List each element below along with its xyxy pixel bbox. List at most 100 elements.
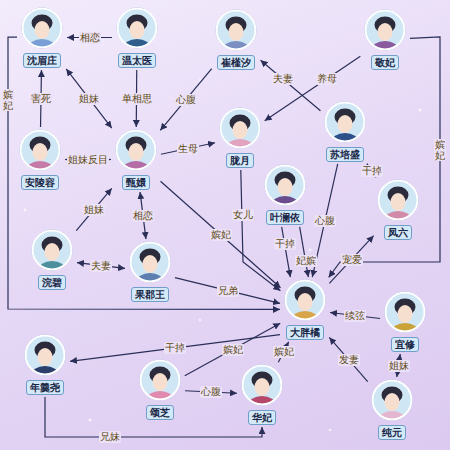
character-node: 敬妃 [362,9,408,70]
name-label: 安陵容 [21,175,59,190]
character-node: 温太医 [114,7,160,68]
portrait-ring [243,366,282,405]
portrait-icon [377,179,419,221]
relation-label: 女儿 [232,209,254,221]
portrait-face [298,293,313,311]
portrait-ring [373,381,412,420]
name-holder: 胧月 [217,149,263,168]
name-label: 苏培盛 [326,147,364,162]
name-label: 果郡王 [131,287,169,302]
relation-label: 嫔妃 [273,346,295,358]
character-node: 年羹尧 [22,334,68,395]
portrait-ring [21,131,60,170]
relation-arrow [282,227,291,277]
relation-label: 干掉 [164,342,186,354]
name-holder: 浣碧 [29,271,75,290]
name-holder: 温太医 [114,49,160,68]
character-node: 胧月 [217,107,263,168]
character-node: 沈眉庄 [19,7,65,68]
relation-arrow [66,69,112,128]
relation-label: 心腹 [200,386,222,398]
relation-label: 干掉 [274,238,296,250]
portrait-icon [364,9,406,51]
portrait-face [45,243,60,261]
name-holder: 果郡王 [127,283,173,302]
portrait-ring [131,243,170,282]
relation-label: 姐妹 [78,93,100,105]
portrait-icon [215,9,257,51]
relation-label: 夫妻 [90,260,112,272]
character-node: 果郡王 [127,241,173,302]
relation-label: 嫔妃 [434,139,446,161]
relation-label: 宠爱 [341,254,363,266]
name-label: 叶澜依 [266,210,304,225]
portrait-ring [118,9,157,48]
portrait-icon [384,291,426,333]
sparkle [199,319,201,321]
portrait-face [35,21,50,39]
character-node: 叶澜依 [262,164,308,225]
sparkle [309,249,312,252]
name-holder: 苏培盛 [322,143,368,162]
portrait-face [143,255,158,273]
name-label: 华妃 [248,410,276,425]
name-label: 胧月 [226,153,254,168]
portrait-ring [221,109,260,148]
relation-label: 养母 [316,73,338,85]
portrait-icon [21,7,63,49]
relation-label: 相恋 [132,210,154,222]
name-holder: 大胖橘 [282,321,328,340]
relation-label: 心腹 [314,215,336,227]
character-node: 崔槿汐 [213,9,259,70]
relation-arrow [329,236,373,284]
relation-label: 害死 [30,93,52,105]
relation-arrow [76,188,111,230]
portrait-face [38,348,53,366]
sparkle [329,429,332,432]
relation-arrow [45,397,262,437]
portrait-ring [266,166,305,205]
name-holder: 崔槿汐 [213,51,259,70]
portrait-icon [324,101,366,143]
name-label: 沈眉庄 [23,53,61,68]
character-node: 华妃 [239,364,285,425]
relation-label: 生母 [177,143,199,155]
portrait-ring [117,131,156,170]
portrait-icon [24,334,66,376]
name-label: 纯元 [378,425,406,440]
relation-label: 嫔妃 [222,344,244,356]
relation-label: 单相思 [121,93,153,105]
relation-label: 续弦 [344,310,366,322]
character-node: 苏培盛 [322,101,368,162]
name-holder: 年羹尧 [22,376,68,395]
portrait-face [130,21,145,39]
character-node: 凤六 [375,179,421,240]
character-node: 浣碧 [29,229,75,290]
relation-label: 兄弟 [217,285,239,297]
relation-label: 嫔妃 [2,89,14,111]
portrait-icon [19,129,61,171]
portrait-icon [129,241,171,283]
relation-label: 姐妹 [388,360,410,372]
portrait-icon [241,364,283,406]
relation-label: 姐妹 [83,204,105,216]
portrait-icon [139,359,181,401]
portrait-face [129,143,144,161]
relation-arrow [160,181,280,288]
name-label: 敬妃 [371,55,399,70]
relation-label: 嫔妃 [210,229,232,241]
portrait-ring [217,11,256,50]
name-holder: 甄嬛 [113,171,159,190]
portrait-face [391,193,406,211]
sparkle [419,109,422,112]
character-node: 颂芝 [137,359,183,420]
portrait-ring [286,281,325,320]
portrait-ring [141,361,180,400]
relation-label: 发妻 [338,354,360,366]
portrait-icon [264,164,306,206]
name-label: 凤六 [384,225,412,240]
name-label: 崔槿汐 [217,55,255,70]
name-label: 年羹尧 [26,380,64,395]
portrait-face [255,378,270,396]
